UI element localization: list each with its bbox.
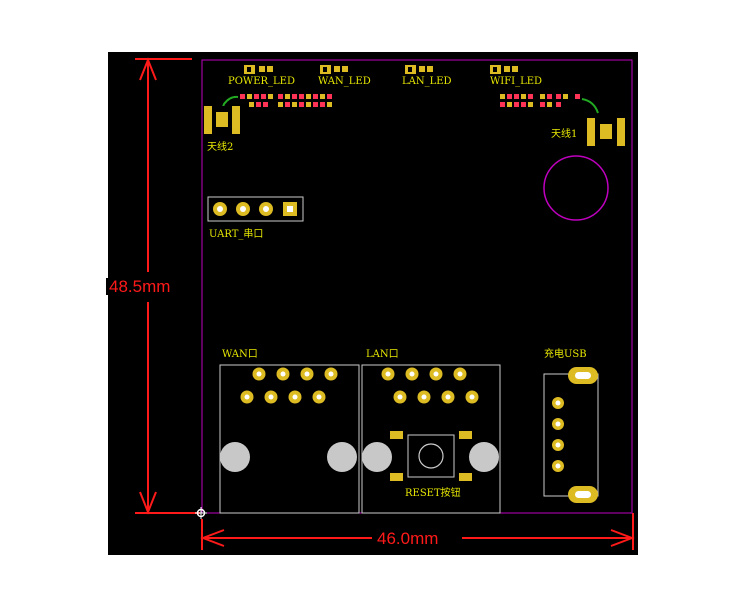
lan-led-footprint [405,65,433,74]
wifi-led-label: WIFI_LED [490,76,543,87]
height-dimension-line [135,57,200,515]
antenna1-trace [581,98,599,114]
width-dimension-label: 46.0mm [374,530,442,547]
reset-button-label: RESET按钮 [405,488,461,499]
mounting-hole-outline [543,155,609,221]
antenna2-trace [221,95,239,111]
power-led-label: POWER_LED [228,76,295,87]
wan-led-footprint [320,65,348,74]
antenna1-pad [587,118,625,146]
antenna2-pad [204,106,240,134]
left-component-cluster [240,94,332,107]
right-component-cluster [500,94,580,107]
lan-port-label: LAN口 [366,349,399,360]
wan-port-footprint [219,364,360,514]
wan-led-label: WAN_LED [318,76,371,87]
wan-port-label: WAN口 [222,349,258,360]
charge-usb-label: 充电USB [544,349,587,360]
antenna1-label: 天线1 [551,129,578,140]
wifi-led-footprint [490,65,518,74]
width-dimension-line [200,513,635,550]
lan-port-footprint [361,364,501,514]
lan-led-label: LAN_LED [402,76,452,87]
antenna2-label: 天线2 [207,142,234,153]
origin-marker [195,507,207,519]
reset-button-footprint [390,431,472,481]
uart-label: UART_串口 [209,229,264,240]
usb-connector-footprint [543,367,599,503]
power-led-footprint [244,65,273,74]
uart-header [207,196,304,222]
board-outline [201,59,633,514]
height-dimension-label: 48.5mm [106,278,174,295]
